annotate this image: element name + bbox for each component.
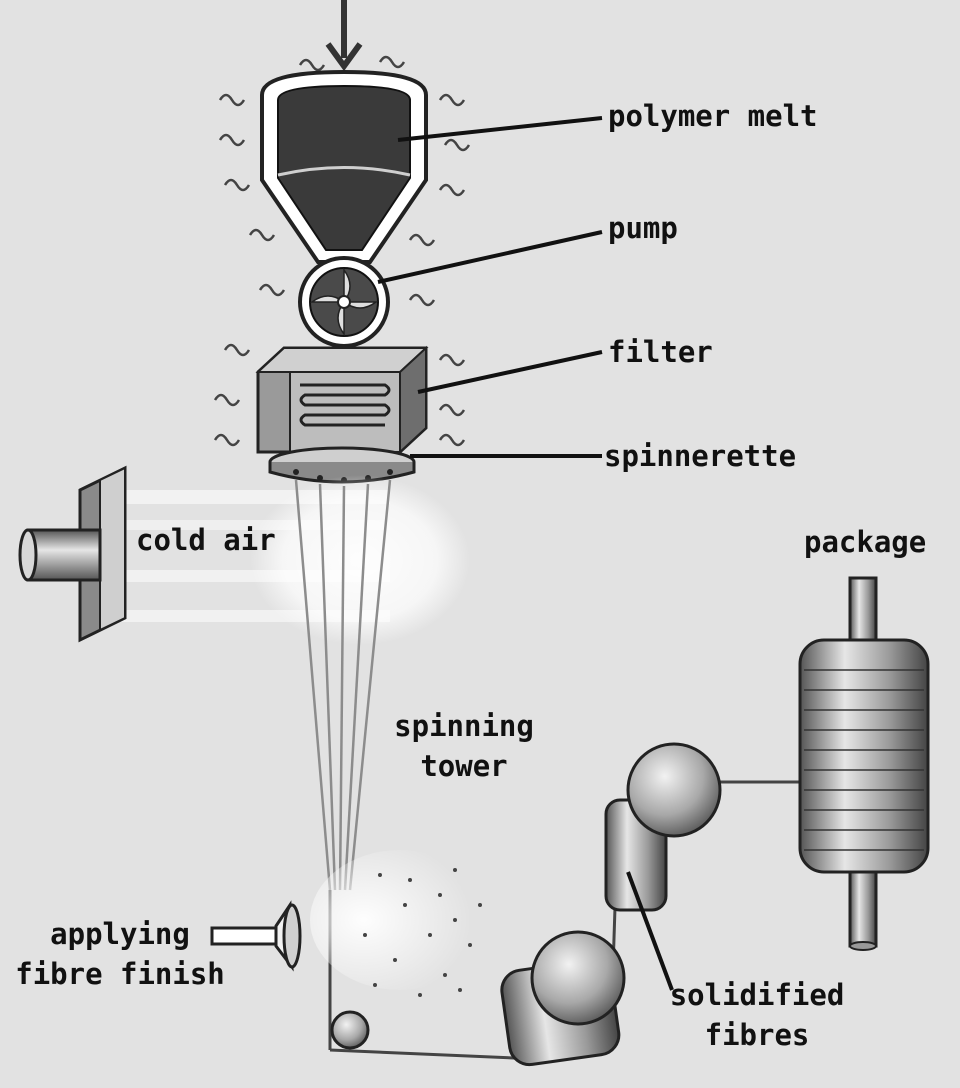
fibre-strands: [294, 479, 392, 891]
label-filter: filter: [608, 335, 713, 369]
leader-lines: [377, 116, 674, 991]
label-package: package: [804, 525, 927, 559]
label-spinning-tower: spinning tower: [384, 706, 544, 786]
blower-nozzle: [18, 465, 127, 643]
filter-box: [255, 345, 429, 455]
label-pump: pump: [608, 211, 678, 245]
cold-air-stream: [120, 475, 470, 645]
label-applying-line2: fibre finish: [15, 957, 225, 991]
godet-roll-lower: [500, 930, 626, 1067]
package-bobbin: [798, 576, 930, 951]
pump-icon: [298, 256, 390, 348]
label-applying-fibre-finish: applying fibre finish: [14, 914, 226, 994]
finish-spray: [310, 850, 490, 997]
label-polymer-melt: polymer melt: [608, 99, 818, 133]
label-cold-air: cold air: [136, 523, 276, 557]
label-solidified-line2: fibres: [704, 1018, 810, 1052]
spray-nozzle: [210, 900, 302, 972]
input-arrow: [325, 0, 363, 72]
label-spinning-tower-line1: spinning: [394, 709, 534, 743]
label-spinning-tower-line2: tower: [420, 749, 508, 783]
label-solidified-line1: solidified: [669, 978, 845, 1012]
heat-waves: [213, 55, 471, 447]
label-applying-line1: applying: [50, 917, 190, 951]
guide-roll: [330, 1010, 370, 1050]
spinnerette-disc: [268, 446, 416, 484]
label-spinnerette: spinnerette: [604, 439, 797, 473]
label-solidified-fibres: solidified fibres: [662, 975, 852, 1055]
godet-roll-upper: [604, 742, 722, 912]
polymer-hopper: [260, 69, 428, 264]
